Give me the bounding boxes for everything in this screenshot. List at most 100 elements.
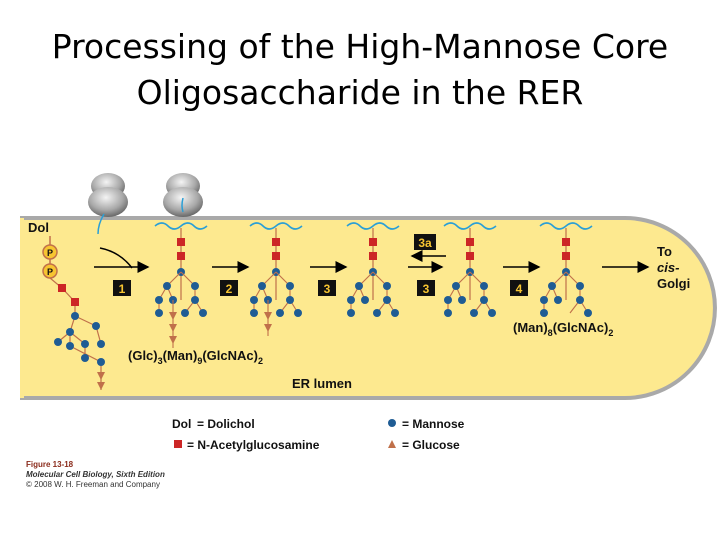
mannose-unit	[294, 309, 302, 317]
mannose-unit	[383, 282, 391, 290]
glcnac-unit	[272, 252, 280, 260]
glucosidase-ii-enzyme	[163, 173, 203, 217]
mannose-swatch	[388, 419, 396, 427]
mannose-unit	[480, 296, 488, 304]
glcnac-unit	[272, 238, 280, 246]
mannose-unit	[444, 309, 452, 317]
svg-text:1: 1	[119, 282, 126, 296]
glucose-unit	[169, 336, 177, 344]
mannose-unit	[576, 296, 584, 304]
mannose-unit	[181, 309, 189, 317]
mannose-unit	[444, 296, 452, 304]
title-line-1: Processing of the High-Mannose Core	[51, 27, 669, 66]
legend-glcnac-text: = N-Acetylglucosamine	[187, 438, 320, 452]
svg-text:P: P	[47, 248, 53, 258]
dolichol-label: Dol	[28, 220, 49, 235]
glycan-tree-2	[249, 222, 303, 336]
mannose-unit	[347, 309, 355, 317]
svg-text:4: 4	[516, 282, 523, 296]
svg-text:3a: 3a	[418, 236, 432, 250]
figure-number: Figure 13-18	[26, 460, 74, 469]
glucose-unit	[169, 312, 177, 320]
glycan-tree-3	[346, 222, 400, 317]
svg-text:2: 2	[226, 282, 233, 296]
mannose-unit	[554, 296, 562, 304]
figure-caption: Figure 13-18 Molecular Cell Biology, Six…	[26, 460, 165, 490]
glcnac-unit	[466, 252, 474, 260]
mannose-unit	[191, 282, 199, 290]
glycan-tree-1	[154, 222, 208, 348]
svg-text:To: To	[657, 244, 672, 259]
glcnac-unit	[177, 238, 185, 246]
mannose-unit	[373, 309, 381, 317]
mannose-unit	[155, 296, 163, 304]
mannose-unit	[391, 309, 399, 317]
phosphate-2: P	[42, 263, 58, 279]
mannose-unit	[452, 282, 460, 290]
step-2-box: 2	[220, 280, 238, 296]
precursor-formula: (Glc)3(Man)9(GlcNAc)2	[128, 348, 263, 366]
er-lumen-membrane	[20, 216, 717, 400]
svg-text:P: P	[47, 267, 53, 277]
er-lumen-label: ER lumen	[292, 376, 352, 391]
mannose-unit	[584, 309, 592, 317]
product-formula: (Man)8(GlcNAc)2	[513, 320, 613, 338]
mannose-unit	[286, 296, 294, 304]
glycan-tree-5	[539, 222, 593, 317]
step-3-box: 3	[318, 280, 336, 296]
legend-dol-text: = Dolichol	[197, 417, 255, 431]
step-1-box: 1	[113, 280, 131, 296]
glycan-tree-4	[443, 222, 497, 317]
mannose-unit	[163, 282, 171, 290]
glucose-unit	[169, 324, 177, 332]
svg-text:Golgi: Golgi	[657, 276, 690, 291]
legend-mannose-text: = Mannose	[402, 417, 465, 431]
mannose-unit	[470, 309, 478, 317]
legend: Dol = Dolichol = N-Acetylglucosamine = M…	[172, 417, 465, 452]
step-3a-box: 3a	[414, 234, 436, 250]
mannose-unit	[361, 296, 369, 304]
glcnac-unit	[562, 252, 570, 260]
mannose-unit	[155, 309, 163, 317]
glucose-swatch	[388, 440, 396, 448]
mannose-unit	[480, 282, 488, 290]
legend-glucose-text: = Glucose	[402, 438, 460, 452]
mannose-unit	[540, 309, 548, 317]
book-title: Molecular Cell Biology, Sixth Edition	[26, 470, 165, 479]
mannose-unit	[250, 296, 258, 304]
mannose-unit	[199, 309, 207, 317]
phosphate-1: P	[42, 244, 58, 260]
svg-text:3: 3	[423, 282, 430, 296]
step-3-repeat-box: 3	[417, 280, 435, 296]
mannose-unit	[276, 309, 284, 317]
step-4-box: 4	[510, 280, 528, 296]
mannose-unit	[191, 296, 199, 304]
title-line-2: Oligosaccharide in the RER	[136, 73, 584, 112]
glcnac-unit	[369, 238, 377, 246]
copyright: © 2008 W. H. Freeman and Company	[26, 480, 160, 489]
mannose-unit	[355, 282, 363, 290]
svg-text:cis-: cis-	[657, 260, 679, 275]
mannose-unit	[258, 282, 266, 290]
glucose-unit	[264, 312, 272, 320]
mannose-unit	[576, 282, 584, 290]
mannose-unit	[286, 282, 294, 290]
mannose-unit	[383, 296, 391, 304]
slide-title: Processing of the High-Mannose Core Olig…	[0, 24, 720, 116]
mannose-unit	[548, 282, 556, 290]
glcnac-swatch	[174, 440, 182, 448]
glcnac-unit	[369, 252, 377, 260]
mannose-unit	[250, 309, 258, 317]
dolichol-precursor-tree	[49, 277, 105, 390]
mannose-unit	[488, 309, 496, 317]
glcnac-unit	[177, 252, 185, 260]
mannose-unit	[458, 296, 466, 304]
glucose-unit	[264, 324, 272, 332]
transfer-curve-arrow	[99, 247, 133, 269]
to-cis-golgi-label: To cis- Golgi	[657, 244, 690, 291]
glucosidase-i-enzyme	[88, 173, 128, 235]
mannose-unit	[347, 296, 355, 304]
mannose-unit	[540, 296, 548, 304]
legend-dol-symbol: Dol	[172, 417, 191, 431]
